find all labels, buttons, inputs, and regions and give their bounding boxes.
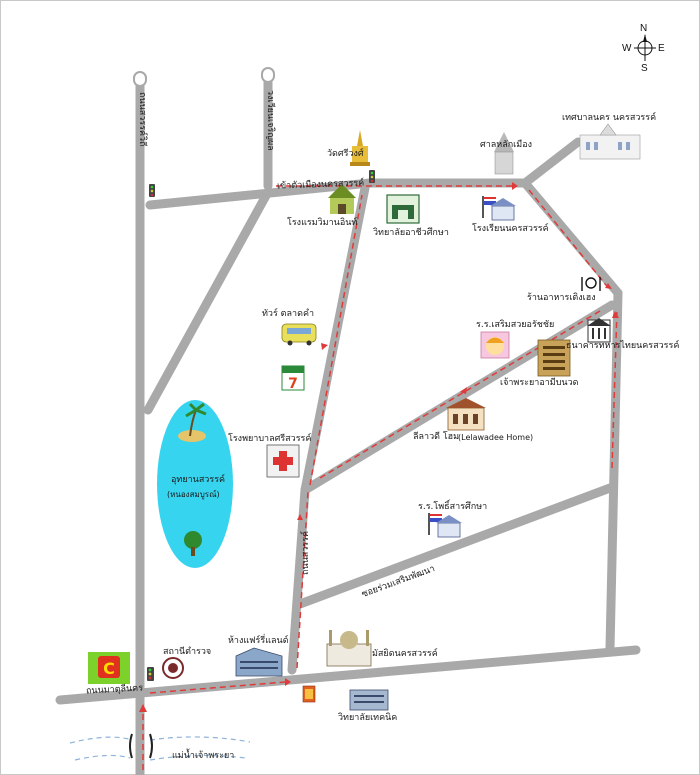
label-park: อุทยานสวรรค์	[171, 475, 226, 485]
shrine-icon	[494, 132, 514, 175]
park-lake	[157, 400, 233, 568]
compass-south: S	[641, 63, 648, 74]
label-shophouse: ห้างแฟร์รี่แลนด์	[228, 636, 289, 646]
seven-eleven-icon: 7	[281, 365, 305, 392]
label-bank: ธนาคารทหารไทยนครสวรรค์	[566, 341, 680, 351]
river-lines	[69, 736, 251, 761]
road-diagonal-lower	[295, 483, 615, 609]
bigc-logo-icon: C	[88, 652, 130, 684]
route-arrows	[139, 182, 619, 712]
label-lelawadee: ลีลาวดี โฮม	[413, 432, 460, 442]
road-label-top-vertical: วงเวียนเจริญผล	[265, 90, 275, 151]
road-to-cityhall	[520, 137, 583, 188]
department-store-icon	[235, 647, 283, 677]
label-restaurant: ร้านอาหารเติงเฮง	[527, 293, 596, 303]
label-vtech: วิทยาลัยเทคนิค	[338, 713, 398, 723]
traffic-light-icons	[147, 170, 375, 681]
bus-icon	[281, 323, 317, 346]
road-diagonal-west	[143, 187, 273, 415]
label-mosque: มัสยิดนครสวรรค์	[372, 649, 438, 659]
label-pholsuksa: ร.ร.โพธิ์สารศึกษา	[418, 502, 488, 512]
police-seal-icon	[162, 657, 184, 679]
college-icon	[386, 194, 420, 224]
label-lelawadee-en: (Lelawadee Home)	[458, 433, 534, 442]
road-east-vertical	[605, 288, 623, 653]
label-river: แม่น้ำเจ้าพระยา	[172, 751, 235, 761]
mosque-icon	[326, 630, 372, 667]
apartment-icon	[537, 339, 571, 377]
label-kindergarten: ร.ร.เสริมสวยอรัชชัย	[476, 320, 555, 330]
road-northeast	[520, 178, 623, 298]
label-school-nakhon: โรงเรียนนครสวรรค์	[472, 224, 549, 234]
school-icon	[482, 196, 516, 221]
label-hospital: โรงพยาบาลศรีสวรรค์	[228, 434, 312, 444]
house-icon	[446, 398, 486, 431]
restaurant-icon	[581, 277, 601, 291]
vtech-building-icon	[349, 689, 389, 711]
svg-text:C: C	[103, 659, 115, 678]
road-diagonal-middle	[300, 300, 617, 495]
temple-icon	[350, 130, 370, 166]
vtech-icon	[302, 685, 316, 703]
compass-north: N	[640, 23, 648, 34]
compass-rose	[634, 34, 656, 61]
hotel-icon	[328, 184, 356, 214]
road-label-middle-vertical: ถนนสวรรค์	[301, 531, 311, 575]
svg-text:7: 7	[288, 376, 298, 392]
bridge-icon	[129, 733, 153, 759]
label-tour: ทัวร์ ตลาดคำ	[262, 309, 315, 319]
road-bottom-horizontal	[55, 645, 641, 705]
road-label-left-vertical: ถนนสวรรค์วิถี	[137, 92, 147, 147]
city-hall-icon	[579, 123, 641, 160]
compass-east: E	[658, 43, 665, 54]
label-city-hall: เทศบาลนคร นครสวรรค์	[562, 113, 657, 123]
label-prachachuen: เจ้าพระยาอามีบนวด	[500, 378, 579, 388]
bank-icon	[587, 318, 611, 343]
school-icon-2	[428, 513, 462, 538]
label-police: สถานีตำรวจ	[163, 647, 212, 657]
label-city-shrine: ศาลหลักเมือง	[480, 140, 532, 150]
road-middle-upper	[300, 183, 370, 495]
label-wat-sriwong: วัดศรีวงศ์	[327, 149, 364, 159]
road-network	[55, 70, 641, 775]
compass-west: W	[622, 43, 632, 54]
label-college: วิทยาลัยอาชีวศึกษา	[373, 228, 449, 238]
hospital-icon	[266, 444, 300, 478]
label-park-sub: (หนองสมบูรณ์)	[167, 490, 220, 499]
kindergarten-icon	[480, 331, 510, 359]
route-path	[142, 185, 618, 770]
label-hotel: โรงแรมวิมานอินท์	[287, 218, 358, 228]
road-top-west	[145, 178, 375, 210]
